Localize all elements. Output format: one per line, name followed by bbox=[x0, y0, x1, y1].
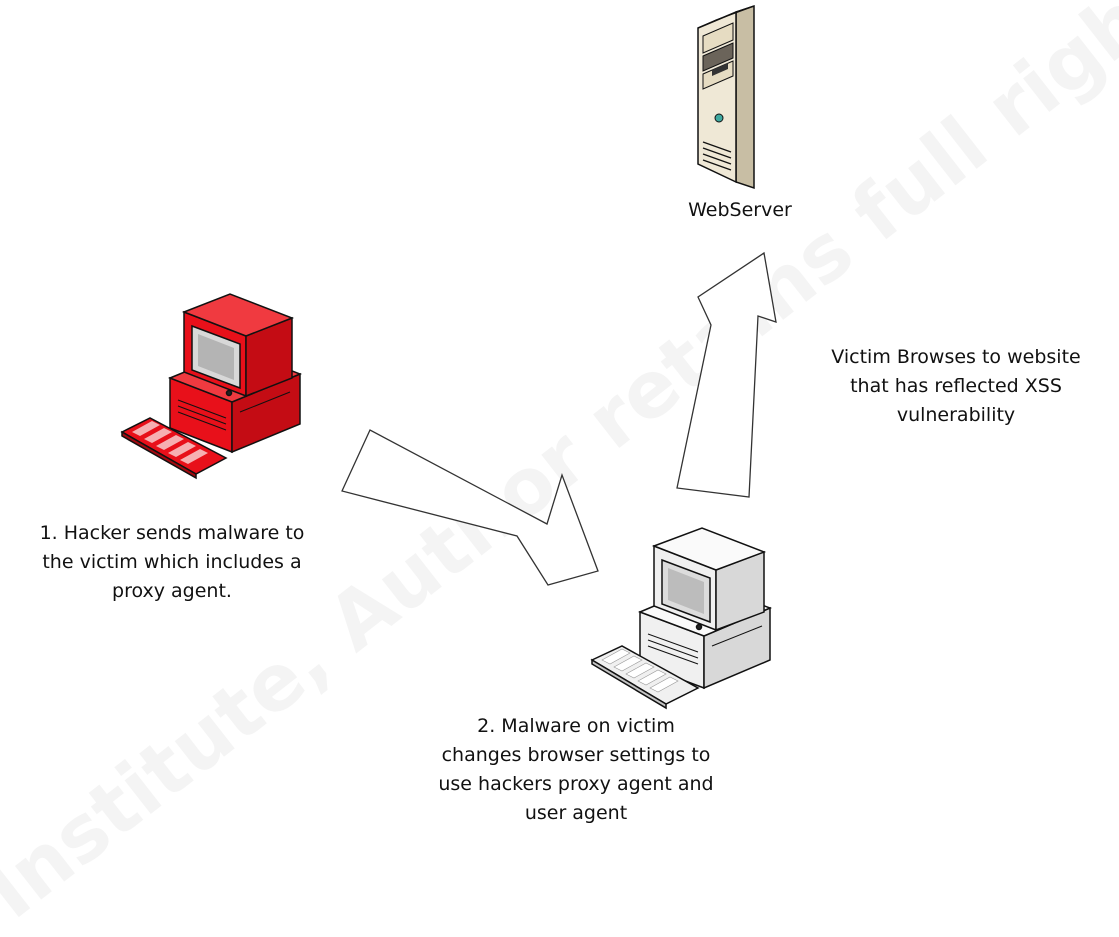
arrow-hacker-to-victim bbox=[341, 429, 599, 586]
step1-line: the victim which includes a bbox=[42, 551, 302, 573]
diagram-svg bbox=[120, 4, 777, 710]
step2-line: user agent bbox=[524, 802, 628, 824]
arrow-victim-to-webserver bbox=[676, 251, 777, 498]
browse-line: vulnerability bbox=[896, 404, 1016, 426]
webserver-label: WebServer bbox=[640, 196, 840, 225]
webserver-icon bbox=[697, 4, 755, 190]
step1-line: 1. Hacker sends malware to bbox=[39, 522, 305, 544]
browse-line: Victim Browses to website bbox=[831, 346, 1081, 368]
browse-line: that has reflected XSS bbox=[850, 375, 1062, 397]
step2-label: 2. Malware on victim changes browser set… bbox=[404, 712, 748, 828]
hacker-computer-icon bbox=[120, 293, 303, 480]
step2-line: changes browser settings to bbox=[441, 744, 711, 766]
step2-line: 2. Malware on victim bbox=[477, 715, 675, 737]
step1-label: 1. Hacker sends malware to the victim wh… bbox=[0, 519, 344, 606]
step2-line: use hackers proxy agent and bbox=[438, 773, 714, 795]
victim-computer-icon bbox=[590, 527, 773, 710]
browse-label: Victim Browses to website that has refle… bbox=[796, 343, 1116, 430]
step1-line: proxy agent. bbox=[112, 580, 232, 602]
webserver-label-text: WebServer bbox=[688, 199, 792, 221]
